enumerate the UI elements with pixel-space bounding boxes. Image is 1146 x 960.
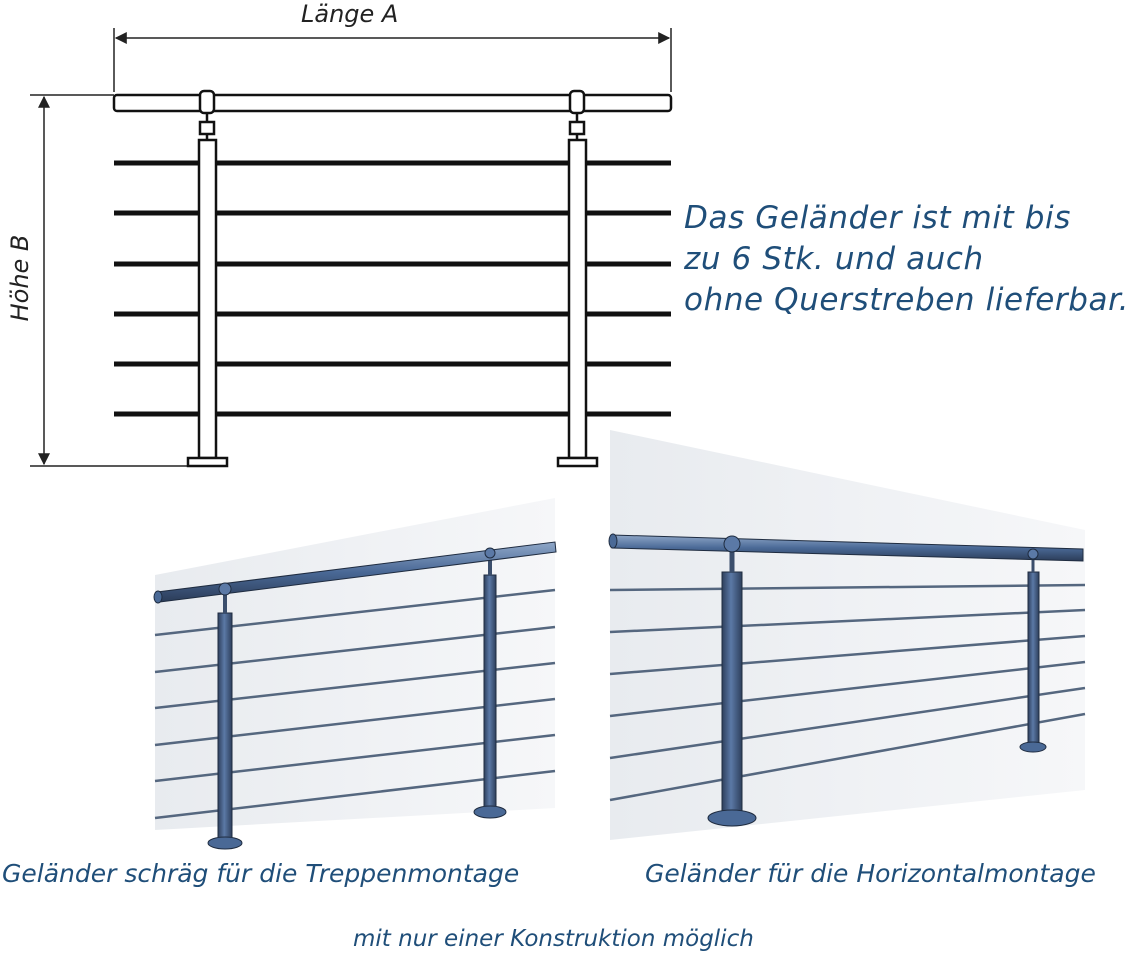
technical-drawing — [30, 28, 673, 468]
handrail-drawing — [112, 93, 673, 113]
info-line-2: zu 6 Stk. und auch — [684, 241, 984, 277]
stair-railing-render — [153, 498, 557, 850]
caption-horizontal: Geländer für die Horizontalmontage — [645, 859, 1096, 888]
post-right-drawing — [556, 89, 599, 468]
height-label: Höhe B — [6, 234, 34, 322]
caption-footer: mit nur einer Konstruktion möglich — [353, 926, 754, 952]
length-label: Länge A — [301, 0, 399, 28]
info-line-1: Das Geländer ist mit bis — [684, 200, 1072, 236]
cross-bars-drawing — [114, 160, 671, 417]
caption-stair: Geländer schräg für die Treppenmontage — [2, 859, 520, 888]
horizontal-railing-render — [608, 430, 1086, 840]
info-note: Das Geländer ist mit bis zu 6 Stk. und a… — [684, 198, 1129, 321]
info-line-3: ohne Querstreben lieferbar. — [684, 282, 1130, 318]
post-left-drawing — [186, 89, 229, 468]
